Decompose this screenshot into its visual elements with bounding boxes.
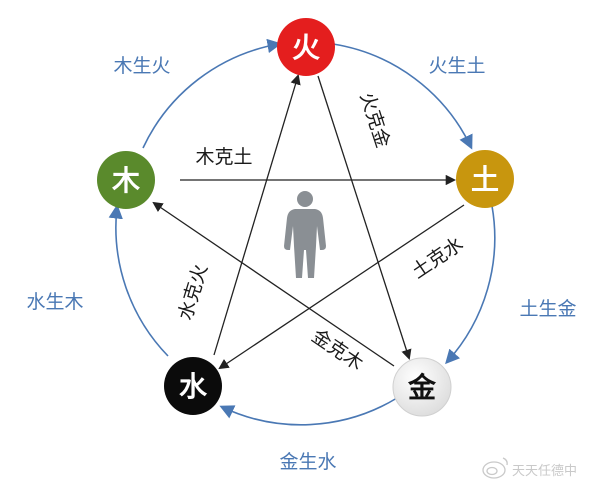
arrow-water-to-wood <box>108 204 169 357</box>
node-fire: 火 <box>277 18 335 76</box>
node-wood: 木 <box>97 151 155 209</box>
label-fire-controls-metal: 火克金 <box>355 90 394 151</box>
node-metal-label: 金 <box>407 371 437 404</box>
label-wood-generates-fire: 木生火 <box>113 55 170 77</box>
control-cycle <box>152 74 465 370</box>
node-earth-label: 土 <box>471 163 499 196</box>
arrow-fire-controls-metal <box>317 75 412 360</box>
weibo-icon <box>482 457 508 479</box>
generation-cycle <box>108 38 496 426</box>
label-earth-generates-metal: 土生金 <box>519 298 576 320</box>
node-earth: 土 <box>456 150 514 208</box>
arrow-earth-controls-water <box>218 204 465 370</box>
watermark: 天天任德中 <box>482 457 577 479</box>
label-wood-controls-earth: 木克土 <box>195 146 252 168</box>
label-water-generates-wood: 水生木 <box>26 291 83 313</box>
arrow-wood-to-fire <box>142 38 282 149</box>
label-fire-generates-earth: 火生土 <box>428 55 485 77</box>
node-wood-label: 木 <box>111 164 140 197</box>
node-metal: 金 <box>392 357 452 417</box>
watermark-text: 天天任德中 <box>512 464 577 479</box>
label-metal-controls-wood: 金克木 <box>308 325 368 375</box>
arrow-metal-to-water <box>219 397 398 426</box>
node-water: 水 <box>164 357 222 415</box>
node-water-label: 水 <box>179 370 208 403</box>
arrow-metal-controls-wood <box>152 201 395 367</box>
arrow-earth-to-metal <box>445 205 496 365</box>
label-water-controls-fire: 水克火 <box>174 262 212 323</box>
arrow-water-controls-fire <box>213 74 301 356</box>
node-fire-label: 火 <box>292 31 320 64</box>
label-earth-controls-water: 土克水 <box>408 233 468 283</box>
human-figure-icon <box>284 191 326 278</box>
label-metal-generates-water: 金生水 <box>279 451 336 473</box>
arrow-fire-to-earth <box>332 43 473 150</box>
